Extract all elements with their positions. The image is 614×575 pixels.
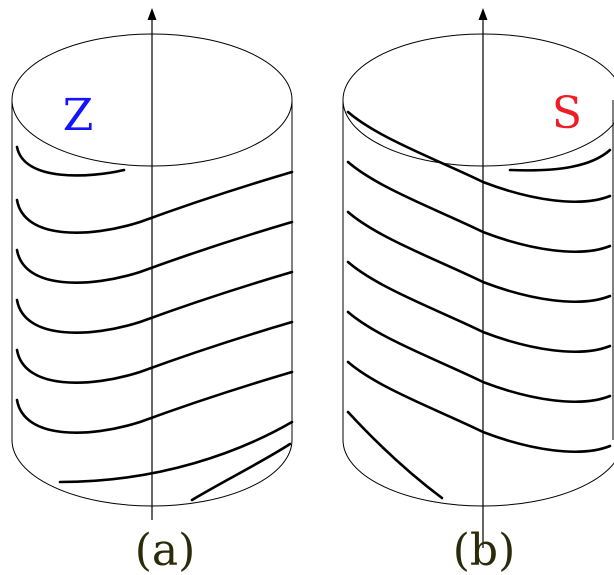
helix-strand-a-4 bbox=[15, 270, 294, 334]
twist-letter-z: Z bbox=[63, 90, 94, 141]
helix-strands-a bbox=[15, 145, 294, 502]
helix-strand-a-6 bbox=[15, 370, 294, 434]
axis-b-arrowhead bbox=[478, 8, 488, 20]
helix-strand-a-3 bbox=[15, 220, 294, 284]
helix-strand-a-7 bbox=[58, 420, 294, 484]
helix-strand-b-7 bbox=[346, 410, 444, 500]
axis-a-arrowhead bbox=[147, 8, 157, 20]
helix-strand-b-6 bbox=[346, 360, 612, 454]
axis-arrow-a bbox=[147, 8, 157, 520]
panel-a: Z (a) bbox=[11, 8, 294, 575]
helix-strand-b-8 bbox=[508, 148, 612, 172]
helix-strand-a-2 bbox=[15, 170, 294, 234]
panel-label-b: (b) bbox=[453, 525, 516, 575]
axis-arrow-b bbox=[478, 8, 488, 548]
helix-strand-a-8 bbox=[190, 442, 292, 502]
helix-strand-a-1 bbox=[15, 145, 126, 177]
helix-strands-b bbox=[346, 110, 612, 500]
panel-b: S (b) bbox=[342, 8, 614, 575]
twist-letter-s: S bbox=[552, 88, 582, 139]
helix-strand-a-5 bbox=[15, 320, 294, 384]
panel-label-a: (a) bbox=[135, 525, 196, 575]
